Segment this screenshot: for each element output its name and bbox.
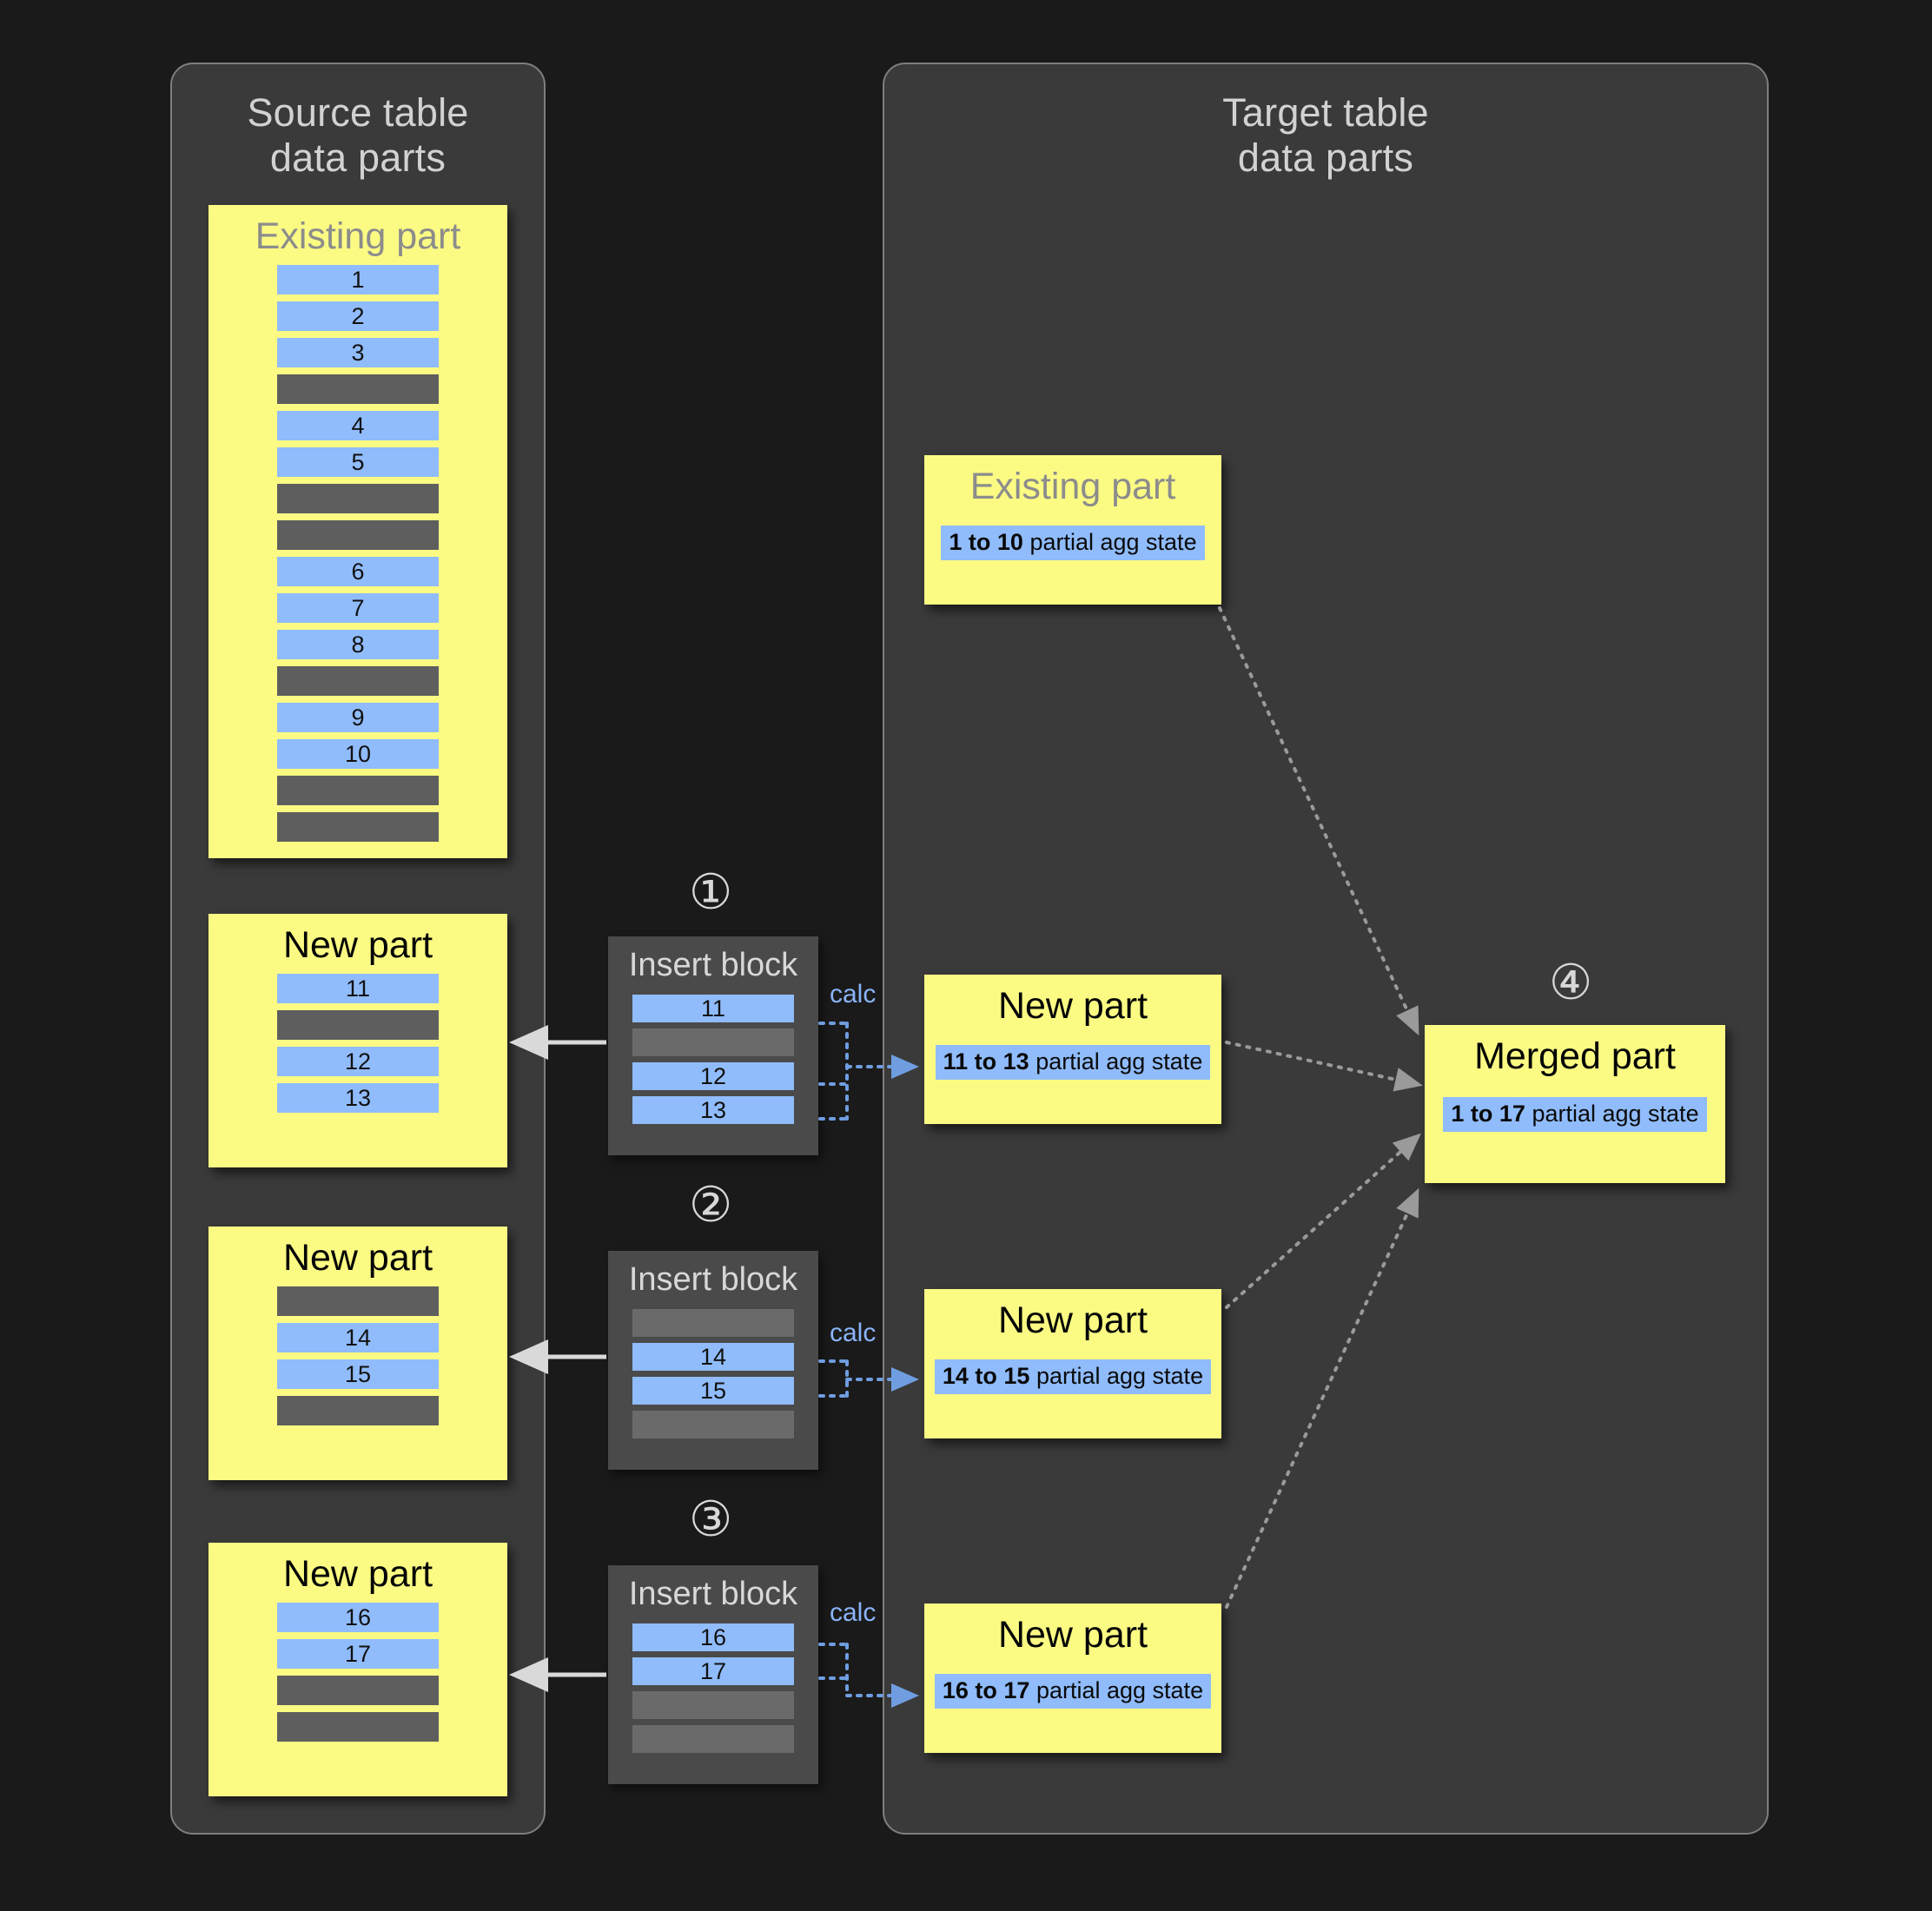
source-row-empty — [277, 374, 439, 405]
source-row-value: 2 — [277, 301, 439, 332]
source-new-part-2-title: New part — [282, 1237, 433, 1279]
source-row-value: 16 — [277, 1603, 439, 1633]
merged-part-agg-state: 1 to 17 partial agg state — [1443, 1097, 1707, 1133]
source-row-value: 5 — [277, 447, 439, 478]
source-row-value: 13 — [277, 1083, 439, 1114]
insert-row-value: 12 — [632, 1062, 794, 1090]
insert-row-value: 17 — [632, 1657, 794, 1685]
source-row-empty — [277, 1010, 439, 1041]
target-new-part-3-title: New part — [997, 1614, 1148, 1656]
source-new-part-1-title: New part — [282, 924, 433, 966]
insert-row-value: 15 — [632, 1377, 794, 1405]
source-row-value: 7 — [277, 593, 439, 624]
insert-row-value: 11 — [632, 995, 794, 1022]
source-row-value: 8 — [277, 630, 439, 660]
source-panel-title: Source table data parts — [247, 90, 469, 180]
target-new-part-1-agg-state: 11 to 13 partial agg state — [935, 1045, 1211, 1081]
source-new-part-1-rows: 11 12 13 — [208, 974, 507, 1114]
merged-part-title: Merged part — [1474, 1035, 1676, 1077]
source-row-empty — [277, 1676, 439, 1706]
source-row-value: 17 — [277, 1639, 439, 1670]
target-existing-part-agg-state: 1 to 10 partial agg state — [941, 526, 1205, 561]
insert-row-value: 16 — [632, 1623, 794, 1651]
source-row-value: 10 — [277, 739, 439, 770]
source-row-empty — [277, 776, 439, 806]
source-row-empty — [277, 484, 439, 514]
target-new-part-1[interactable]: New part 11 to 13 partial agg state — [924, 975, 1221, 1124]
agg-range-3: 16 to 17 — [942, 1677, 1030, 1704]
calc-label-2: calc — [830, 1319, 877, 1347]
source-row-value: 6 — [277, 557, 439, 587]
insert-block-3-title: Insert block — [628, 1576, 798, 1612]
merged-agg-range: 1 to 17 — [1451, 1101, 1525, 1127]
merged-agg-suffix: partial agg state — [1525, 1101, 1699, 1127]
source-new-part-1[interactable]: New part 11 12 13 — [208, 914, 507, 1167]
source-row-value: 1 — [277, 265, 439, 295]
agg-suffix-2: partial agg state — [1029, 1363, 1204, 1390]
insert-row-empty — [632, 1309, 794, 1337]
source-existing-part-title: Existing part — [255, 215, 461, 257]
agg-suffix-0: partial agg state — [1022, 529, 1197, 556]
step-marker-2: ② — [689, 1177, 733, 1233]
source-row-empty — [277, 1712, 439, 1742]
target-new-part-2[interactable]: New part 14 to 15 partial agg state — [924, 1289, 1221, 1438]
source-row-empty — [277, 1286, 439, 1317]
insert-block-1-rows: 11 12 13 — [608, 995, 818, 1124]
target-new-part-3-agg-state: 16 to 17 partial agg state — [934, 1674, 1212, 1709]
source-new-part-3-title: New part — [282, 1553, 433, 1595]
source-row-value: 12 — [277, 1047, 439, 1077]
source-row-value: 4 — [277, 411, 439, 441]
step-marker-4: ④ — [1549, 955, 1593, 1011]
insert-block-1[interactable]: Insert block 11 12 13 — [608, 936, 818, 1155]
source-row-value: 9 — [277, 703, 439, 733]
source-row-value: 14 — [277, 1323, 439, 1353]
insert-row-empty — [632, 1725, 794, 1753]
source-row-value: 3 — [277, 338, 439, 368]
target-existing-part-title: Existing part — [969, 466, 1176, 507]
agg-range-0: 1 to 10 — [949, 529, 1023, 556]
source-row-empty — [277, 1396, 439, 1426]
target-new-part-2-title: New part — [997, 1299, 1148, 1341]
insert-row-empty — [632, 1411, 794, 1438]
target-new-part-3[interactable]: New part 16 to 17 partial agg state — [924, 1604, 1221, 1753]
source-row-empty — [277, 520, 439, 551]
calc-label-3: calc — [830, 1598, 877, 1627]
agg-suffix-3: partial agg state — [1029, 1677, 1204, 1704]
agg-range-2: 14 to 15 — [942, 1363, 1030, 1390]
insert-row-value: 14 — [632, 1343, 794, 1371]
target-new-part-1-title: New part — [997, 985, 1148, 1027]
agg-range-1: 11 to 13 — [943, 1048, 1029, 1075]
source-existing-part[interactable]: Existing part 1 2 3 4 5 6 7 8 9 10 — [208, 205, 507, 858]
insert-block-1-title: Insert block — [628, 947, 798, 983]
target-table-panel: Target table data parts — [883, 63, 1769, 1835]
insert-row-empty — [632, 1028, 794, 1056]
step-marker-3: ③ — [689, 1491, 733, 1548]
source-row-empty — [277, 666, 439, 697]
step-marker-1: ① — [689, 864, 733, 921]
insert-row-empty — [632, 1691, 794, 1719]
merged-part[interactable]: Merged part 1 to 17 partial agg state — [1425, 1025, 1725, 1183]
source-existing-part-rows: 1 2 3 4 5 6 7 8 9 10 — [208, 265, 507, 843]
source-row-value: 11 — [277, 974, 439, 1004]
source-row-value: 15 — [277, 1359, 439, 1390]
insert-row-value: 13 — [632, 1096, 794, 1124]
target-panel-title: Target table data parts — [1222, 90, 1429, 180]
insert-block-2-title: Insert block — [628, 1261, 798, 1298]
calc-label-1: calc — [830, 980, 877, 1008]
agg-suffix-1: partial agg state — [1029, 1048, 1203, 1075]
target-existing-part[interactable]: Existing part 1 to 10 partial agg state — [924, 455, 1221, 605]
target-new-part-2-agg-state: 14 to 15 partial agg state — [934, 1359, 1212, 1395]
source-row-empty — [277, 812, 439, 843]
